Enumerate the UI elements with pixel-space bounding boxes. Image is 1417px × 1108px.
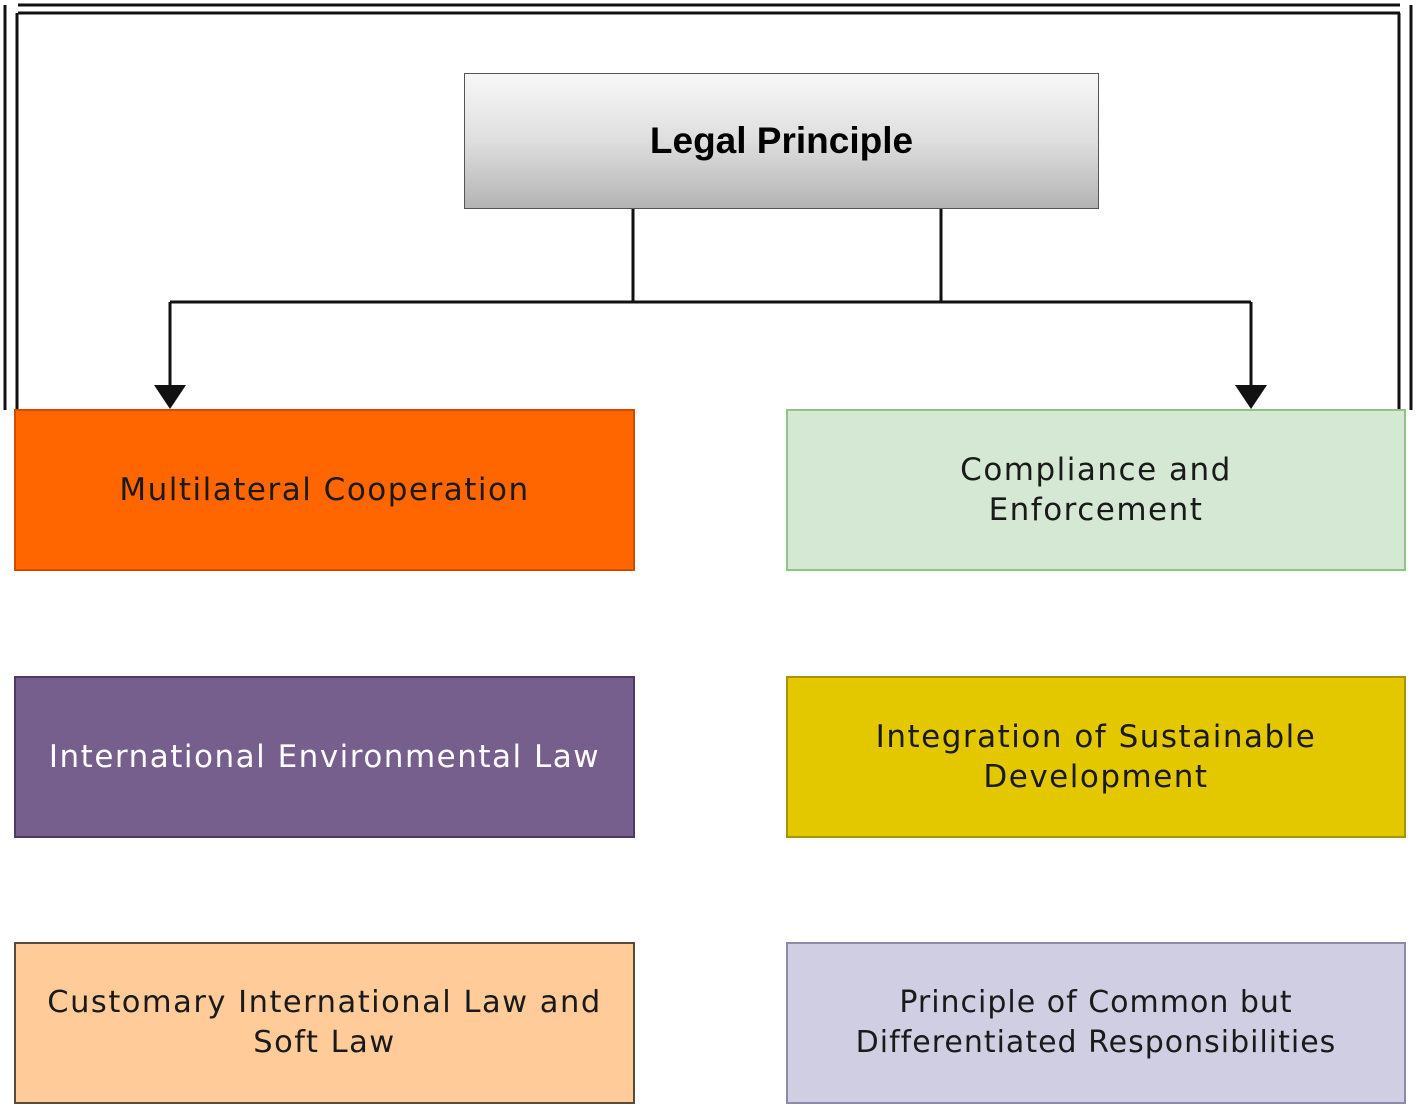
legal-principle-label: Legal Principle [649,120,914,161]
node-common-but-differentiated-responsibilities: Principle of Common but Differentiated R… [786,942,1406,1104]
node-label: Integration of Sustainable Development [875,719,1317,795]
arrowhead-left [154,385,186,409]
node-customary-international-law-and-soft-law: Customary International Law and Soft Law [14,942,635,1104]
node-label: Compliance and Enforcement [960,452,1232,528]
node-label: International Environmental Law [48,739,601,775]
node-international-environmental-law: International Environmental Law [14,676,635,838]
node-multilateral-cooperation: Multilateral Cooperation [14,409,635,571]
node-label: Multilateral Cooperation [119,472,530,508]
node-compliance-and-enforcement: Compliance and Enforcement [786,409,1406,571]
node-label: Principle of Common but Differentiated R… [855,985,1337,1060]
legal-principle-root-node: Legal Principle [464,73,1099,209]
arrowhead-right [1235,385,1267,409]
node-integration-of-sustainable-development: Integration of Sustainable Development [786,676,1406,838]
node-label: Customary International Law and Soft Law [47,985,602,1060]
